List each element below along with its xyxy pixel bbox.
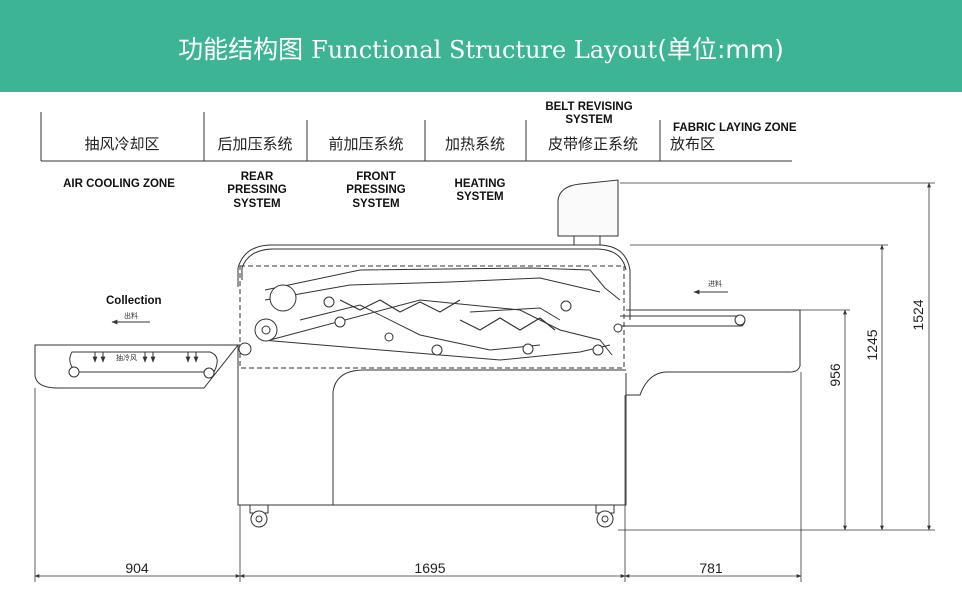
zone-en-belt-line1: BELT REVISING [545,101,632,113]
tension-roller-4 [431,344,443,356]
tension-roller-6 [560,300,572,312]
rear-drive-hub [261,325,271,335]
tension-roller-7 [592,344,604,356]
zone-cn-heating: 加热系统 [445,135,505,153]
dimension-lines [34,182,935,582]
feed-roller [734,314,746,326]
tension-roller-5 [522,343,534,355]
title-cn: 功能结构图 [178,35,304,64]
cooling-airflow-arrows [92,352,199,363]
header-bar: 功能结构图 Functional Structure Layout(单位:mm) [0,0,962,92]
dim-total-height: 1524 [910,299,926,330]
rollers [68,284,746,379]
title-unit: (单位:mm) [657,35,784,64]
transfer-roller [238,342,252,356]
zone-en-heating-line1: HEATING [455,178,506,190]
page-title: 功能结构图 Functional Structure Layout(单位:mm) [0,30,962,66]
zone-en-front-line1: FRONT [356,171,396,183]
zone-en-air-cooling: AIR COOLING ZONE [63,178,175,190]
cooling-roller-right [203,367,215,379]
collection-label: Collection [106,295,162,307]
zone-cn-air-cooling: 抽风冷却区 [84,135,159,153]
rear-press-roller [269,284,297,312]
cooling-roller-left [68,366,80,378]
casters [249,504,615,528]
zone-table [40,112,792,162]
tension-roller-8 [613,323,623,333]
zone-cn-rear-pressing: 后加压系统 [217,135,292,153]
cooling-air-label: 抽冷风 [116,353,137,362]
zone-en-front-line2: PRESSING [346,184,405,196]
dim-middle-length: 1695 [414,560,445,576]
zone-cn-fabric-laying: 放布区 [670,135,715,153]
zone-en-belt-line2: SYSTEM [565,114,612,126]
outlet-label: 出料 [124,311,138,320]
zone-en-fabric-laying: FABRIC LAYING ZONE [673,122,797,134]
zone-en-rear-line2: PRESSING [227,184,286,196]
zone-en-front-line3: SYSTEM [352,198,399,210]
dim-right-length: 781 [699,560,723,576]
zone-cn-front-pressing: 前加压系统 [328,135,403,153]
tension-roller-1 [323,296,335,308]
dim-left-length: 904 [125,560,149,576]
tension-roller-3 [384,332,394,342]
title-en: Functional Structure Layout [311,36,658,64]
dim-top-height: 1245 [864,329,880,360]
zone-cn-belt-revising: 皮带修正系统 [548,135,638,153]
tension-roller-2 [334,316,346,328]
inlet-label: 进料 [708,279,722,288]
zone-en-rear-line1: REAR [241,171,274,183]
zone-en-heating-line2: SYSTEM [456,191,503,203]
dim-table-height: 956 [827,363,843,387]
zone-en-rear-line3: SYSTEM [233,198,280,210]
machine-outline [34,179,801,506]
